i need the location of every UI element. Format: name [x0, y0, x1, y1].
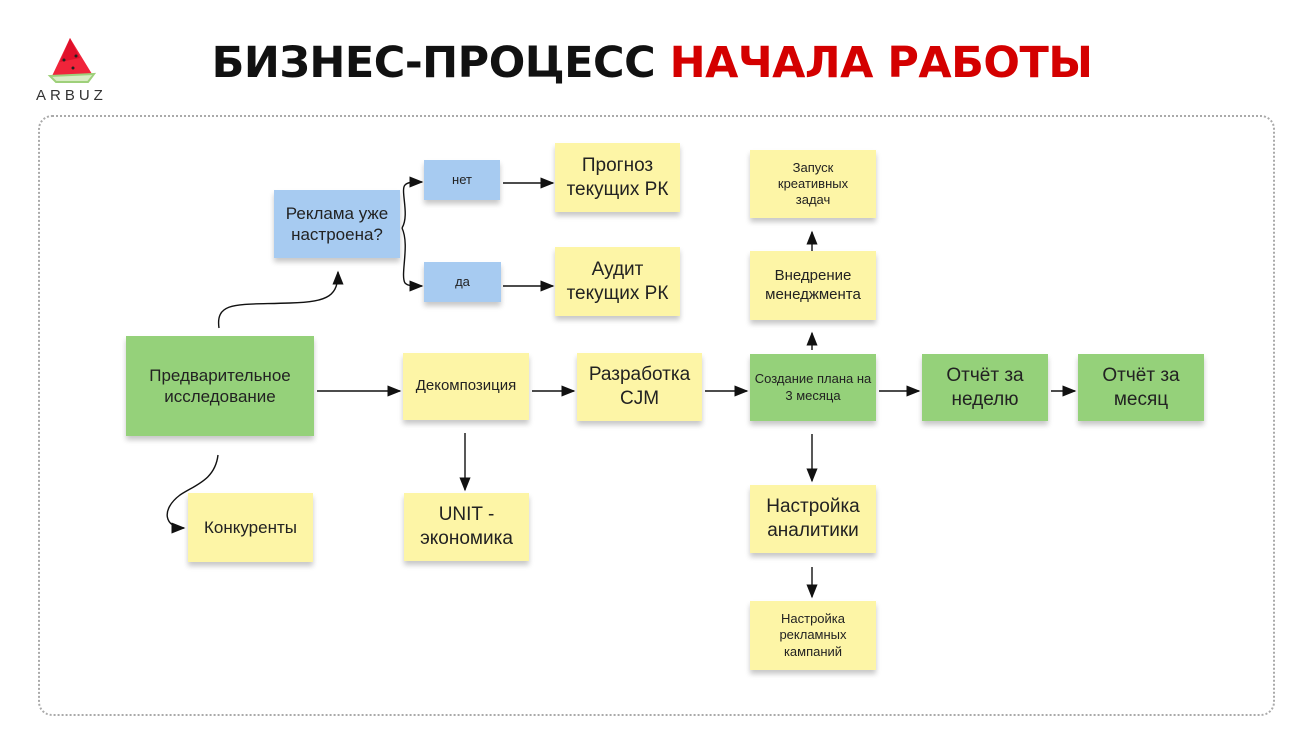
- title-part-2: НАЧАЛА РАБОТЫ: [669, 38, 1093, 88]
- node-no: нет: [424, 160, 500, 200]
- node-campaigns: Настройка рекламных кампаний: [750, 601, 876, 670]
- arrow-research-to-question: [217, 270, 344, 329]
- arrow-question-to-no: [401, 176, 424, 229]
- node-month-report: Отчёт за месяц: [1078, 354, 1204, 421]
- node-competitors: Конкуренты: [188, 493, 313, 562]
- node-cjm: Разработка CJM: [577, 353, 702, 421]
- node-research: Предварительное исследование: [126, 336, 314, 436]
- node-ads-question: Реклама уже настроена?: [274, 190, 400, 258]
- node-plan: Создание плана на 3 месяца: [750, 354, 876, 421]
- node-management: Внедрение менеджмента: [750, 251, 876, 320]
- node-analytics: Настройка аналитики: [750, 485, 876, 553]
- logo-text: ARBUZ: [36, 87, 107, 104]
- node-yes: да: [424, 262, 501, 302]
- logo: ARBUZ: [36, 36, 106, 104]
- watermelon-icon: [47, 38, 97, 83]
- arrow-research-to-competitors: [166, 454, 219, 534]
- node-forecast: Прогноз текущих РК: [555, 143, 680, 212]
- node-week-report: Отчёт за неделю: [922, 354, 1048, 421]
- page-title: БИЗНЕС-ПРОЦЕСС НАЧАЛА РАБОТЫ: [0, 38, 1304, 88]
- node-decomposition: Декомпозиция: [403, 353, 529, 420]
- diagram-frame: [38, 115, 1275, 716]
- arrow-question-to-yes: [401, 227, 424, 292]
- title-part-1: БИЗНЕС-ПРОЦЕСС: [211, 38, 656, 88]
- node-audit: Аудит текущих РК: [555, 247, 680, 316]
- node-unit-economics: UNIT - экономика: [404, 493, 529, 561]
- node-creative: Запуск креативных задач: [750, 150, 876, 218]
